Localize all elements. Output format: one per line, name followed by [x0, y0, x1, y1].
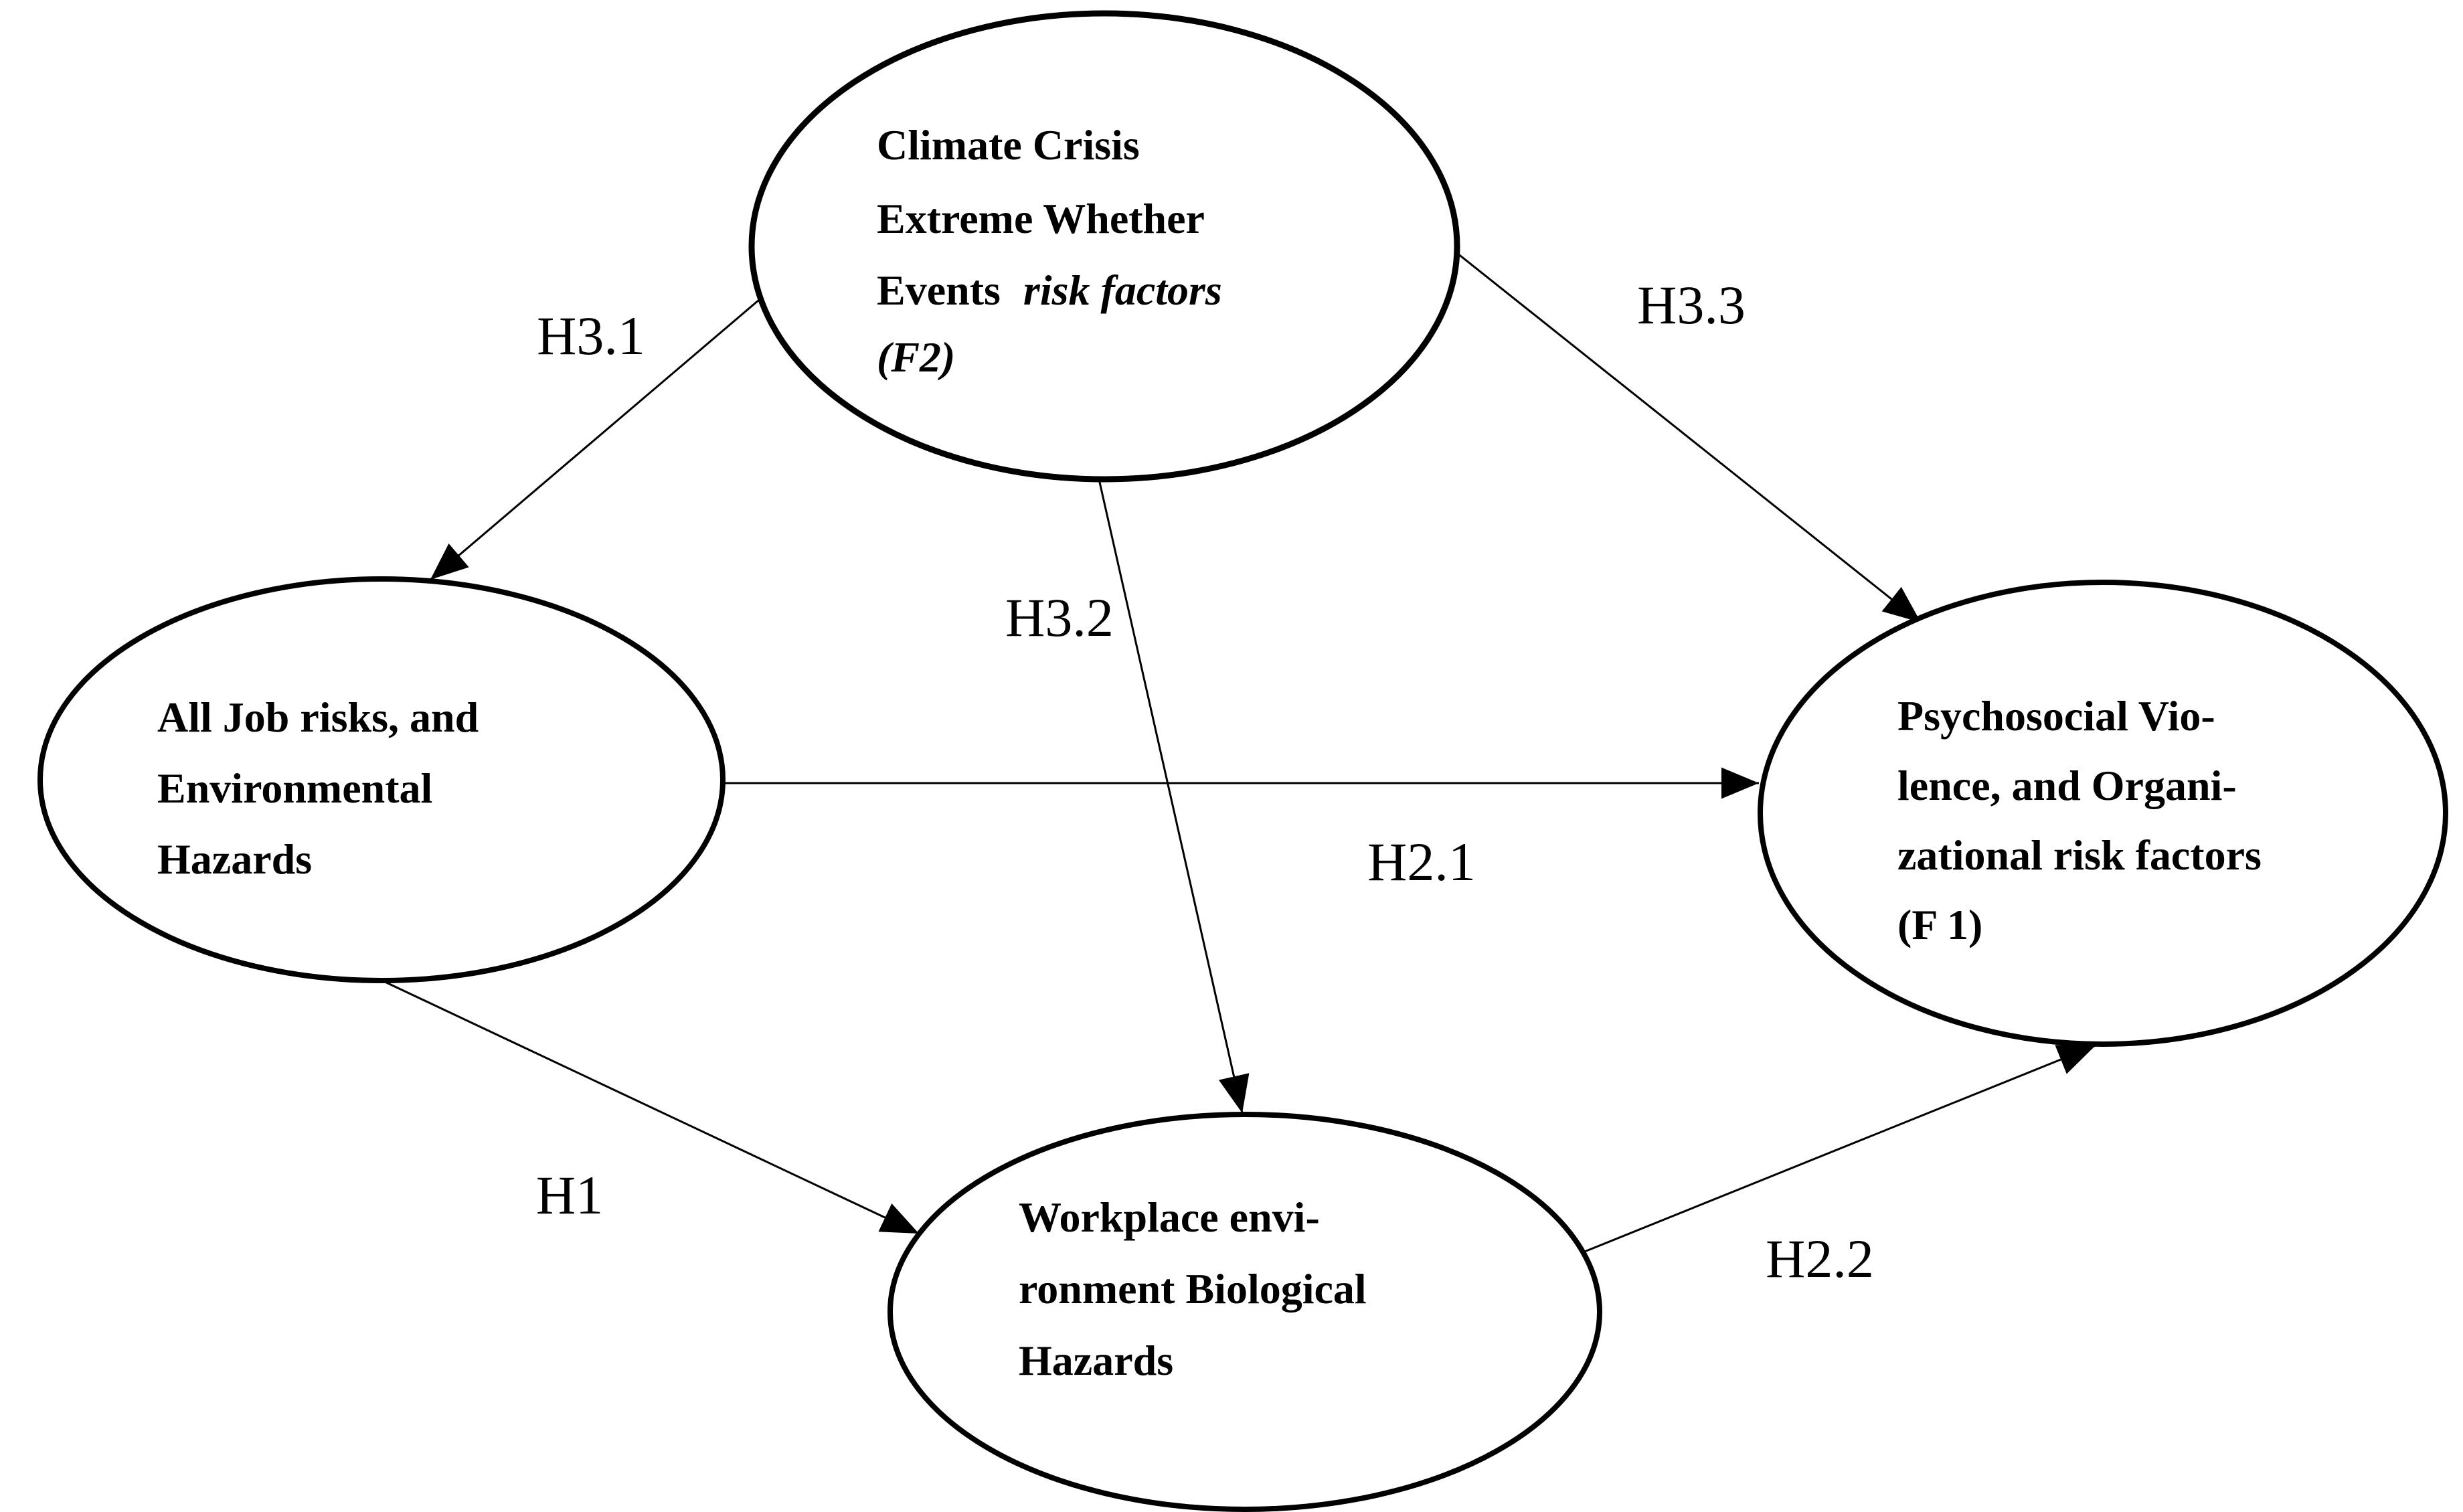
workplace-ellipse [887, 1112, 1602, 1512]
edge-label-h3_2: H3.2 [1005, 587, 1114, 648]
edge-label-h3_1: H3.1 [537, 305, 645, 366]
job-risks-ellipse [37, 576, 726, 983]
job-risks-line3: Hazards [157, 835, 312, 883]
edge-h1-jobrisks-to-workplace [383, 980, 920, 1235]
edge-h3_3-climate-to-psychosocial [1454, 250, 1922, 624]
workplace-line2: ronment Biological [1019, 1265, 1367, 1313]
psychosocial-ellipse [1758, 580, 2448, 1047]
climate-crisis-line2: Extreme Whether [877, 195, 1205, 242]
workplace-line3: Hazards [1019, 1337, 1173, 1384]
climate-crisis-line3-regular: Events [877, 266, 1001, 314]
node-psychosocial: Psychosocial Vio- lence, and Organi- zat… [1758, 580, 2448, 1047]
psychosocial-label: Psychosocial Vio- lence, and Organi- zat… [1897, 692, 2272, 948]
climate-crisis-line1: Climate Crisis [877, 121, 1140, 169]
job-risks-label: All Job risks, and Environmental Hazards [157, 693, 489, 883]
workplace-line1: Workplace envi- [1019, 1193, 1320, 1241]
climate-crisis-line3-italic: risk factors [1023, 266, 1222, 314]
climate-crisis-label: Climate Crisis Extreme Whether Events ri… [877, 121, 1233, 381]
psychosocial-line2: lence, and Organi- [1897, 762, 2237, 809]
node-job-risks: All Job risks, and Environmental Hazards [37, 576, 726, 983]
job-risks-line1: All Job risks, and [157, 693, 479, 741]
psychosocial-line3: zational risk factors [1897, 831, 2262, 879]
edge-label-h3_3: H3.3 [1637, 274, 1746, 335]
psychosocial-line1: Psychosocial Vio- [1897, 692, 2215, 740]
edge-label-h1: H1 [536, 1165, 603, 1226]
psychosocial-line4: (F 1) [1897, 901, 1982, 948]
edge-h3_2-climate-to-workplace [1098, 479, 1250, 1114]
edge-label-h2_1: H2.1 [1367, 831, 1476, 892]
edge-h3_1-climate-to-jobrisks [430, 295, 764, 581]
node-workplace: Workplace envi- ronment Biological Hazar… [887, 1112, 1602, 1512]
node-climate-crisis: Climate Crisis Extreme Whether Events ri… [748, 10, 1460, 483]
workplace-label: Workplace envi- ronment Biological Hazar… [1019, 1193, 1377, 1384]
job-risks-line2: Environmental [157, 764, 432, 812]
edge-h2_2-workplace-to-psychosocial [1582, 1044, 2096, 1254]
climate-crisis-ellipse [748, 10, 1460, 483]
climate-crisis-line4: (F2) [877, 333, 955, 381]
edge-label-h2_2: H2.2 [1766, 1228, 1874, 1289]
